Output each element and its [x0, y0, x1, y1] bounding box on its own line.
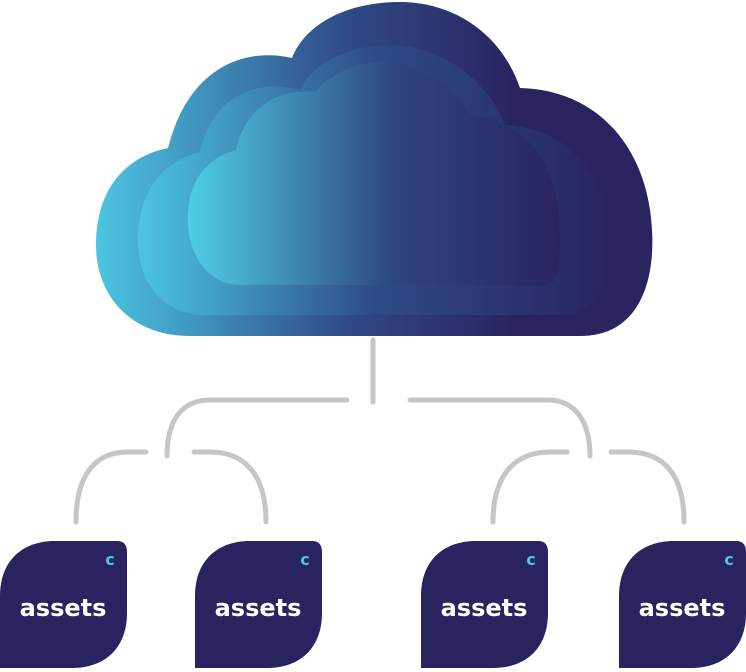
asset-tile-label: assets — [20, 594, 107, 622]
asset-tile: c assets — [619, 541, 746, 668]
asset-tile-label: assets — [639, 594, 726, 622]
connector-leaf-1 — [73, 449, 149, 525]
asset-tile-badge: c — [526, 550, 535, 569]
connector-right-branch — [407, 397, 593, 459]
asset-tile-badge: c — [724, 550, 733, 569]
asset-tile-shape — [421, 541, 548, 668]
cloud-icon — [96, 2, 653, 336]
connector-leaf-2 — [191, 449, 269, 525]
cloud-inner-layer — [187, 62, 560, 285]
connector-leaf-3 — [490, 449, 570, 525]
asset-tile-shape — [0, 541, 127, 668]
asset-tile-shape — [195, 541, 322, 668]
asset-tile-label: assets — [441, 594, 528, 622]
asset-tile: c assets — [195, 541, 322, 668]
asset-tile-badge: c — [300, 550, 309, 569]
connector-left-branch — [164, 397, 350, 459]
asset-tile-badge: c — [105, 550, 114, 569]
asset-tile: c assets — [421, 541, 548, 668]
asset-tile-shape — [619, 541, 746, 668]
asset-tile-label: assets — [215, 594, 302, 622]
connector-tree — [73, 337, 687, 525]
asset-tile: c assets — [0, 541, 127, 668]
connector-leaf-4 — [608, 449, 687, 525]
